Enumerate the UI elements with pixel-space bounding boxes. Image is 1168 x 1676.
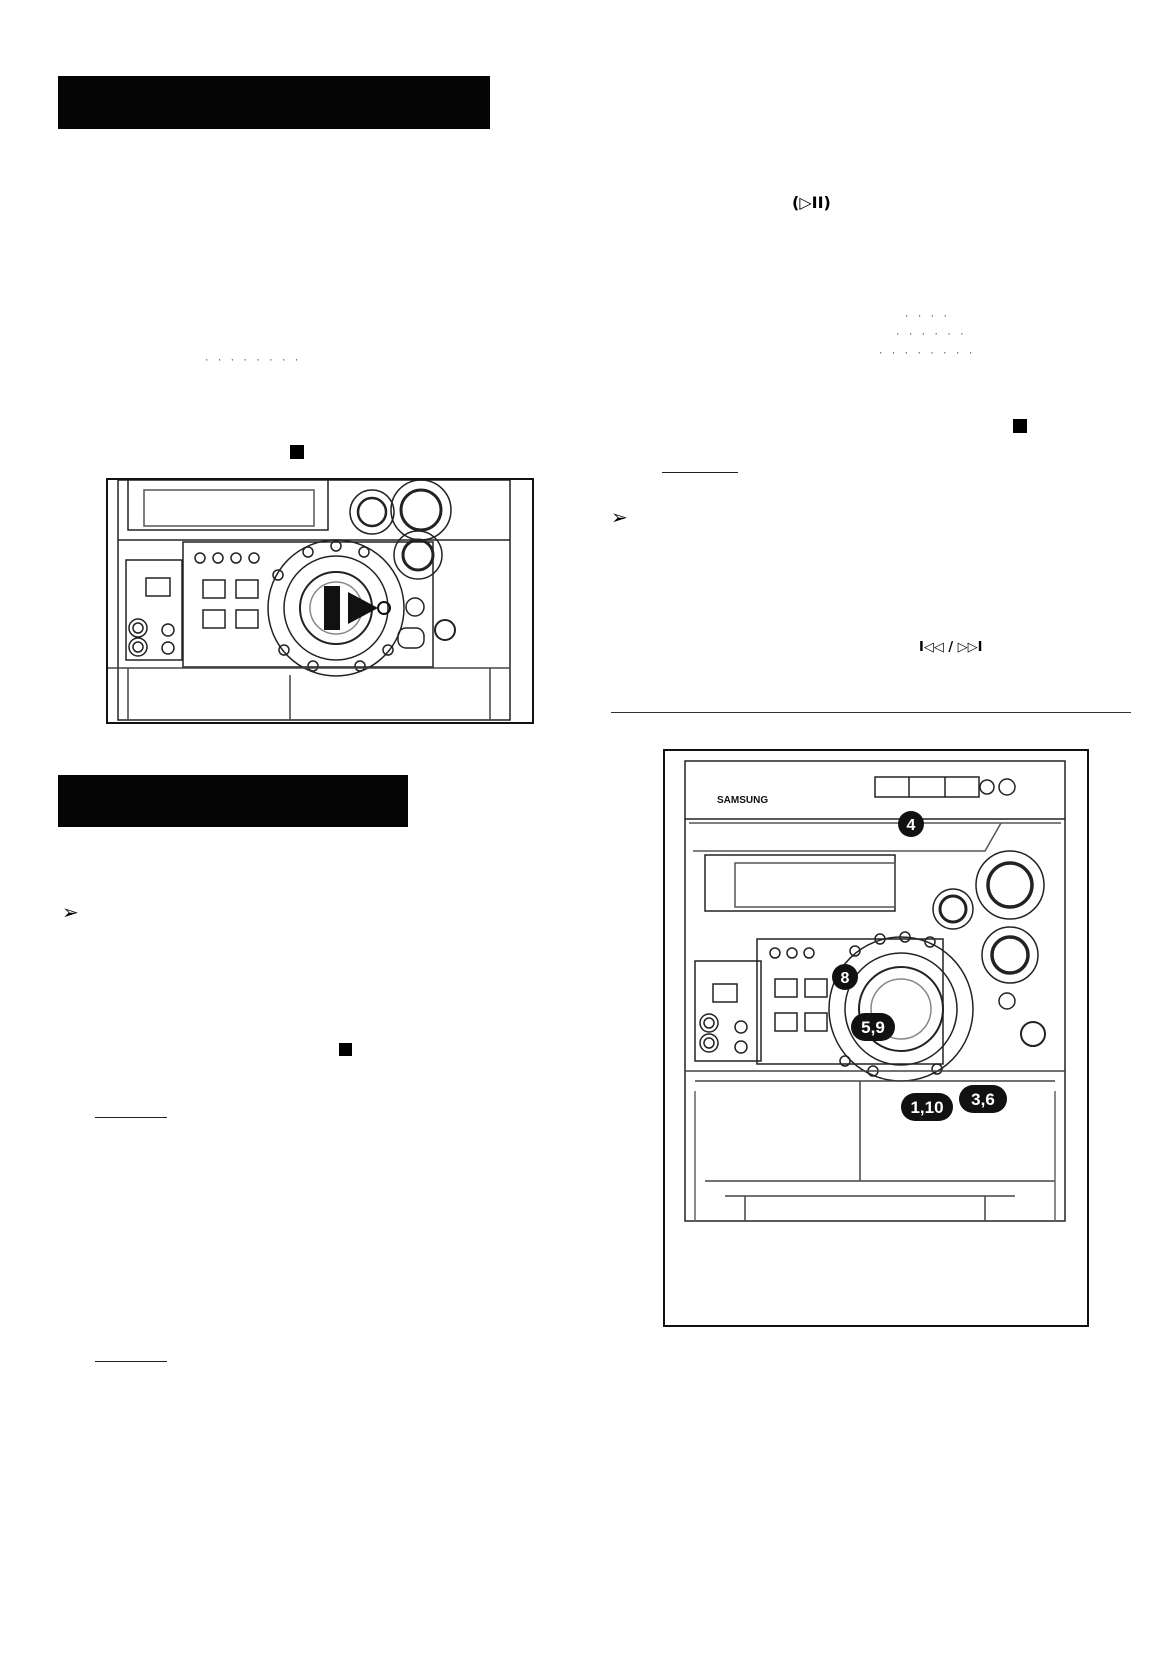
underline-right [662,472,738,473]
device-illustration-small [106,478,534,724]
note-arrow-icon-right: ➢ [611,505,628,529]
play-pause-icon: (▷II) [792,193,831,212]
svg-text:8: 8 [841,970,850,987]
brand-logo: SAMSUNG [717,795,768,806]
svg-text:4: 4 [907,817,916,834]
svg-text:1,10: 1,10 [910,1098,943,1117]
section-title-bar-2 [58,775,408,827]
device-front-panel-large: SAMSUNG 4 8 5,9 1,10 3,6 [684,760,1066,1222]
underline-left-2 [95,1361,167,1362]
svg-text:5,9: 5,9 [861,1018,885,1037]
underline-left-1 [95,1117,167,1118]
device-illustration-large: SAMSUNG 4 8 5,9 1,10 3,6 [663,749,1089,1327]
leader-dots-right-3: · · · · · · · · [878,349,975,359]
stop-button-icon-3 [1013,419,1027,433]
note-arrow-icon-left: ➢ [62,900,79,924]
callout-3-6: 3,6 [959,1085,1007,1113]
leader-dots-left: · · · · · · · · [204,356,301,366]
callout-5-9: 5,9 [851,1013,895,1041]
callout-8: 8 [832,964,858,990]
leader-dots-right-2: · · · · · · [895,330,966,340]
callout-4: 4 [898,811,924,837]
skip-buttons-icon: I◁◁ / ▷▷I [919,640,983,655]
stop-button-icon-2 [339,1043,352,1056]
section-title-bar-1 [58,76,490,129]
svg-text:3,6: 3,6 [971,1090,995,1109]
callout-1-10: 1,10 [901,1093,953,1121]
stop-button-icon [290,445,304,459]
section-divider [611,712,1131,713]
device-front-panel-small [108,480,511,721]
leader-dots-right-1: · · · · [904,312,949,322]
